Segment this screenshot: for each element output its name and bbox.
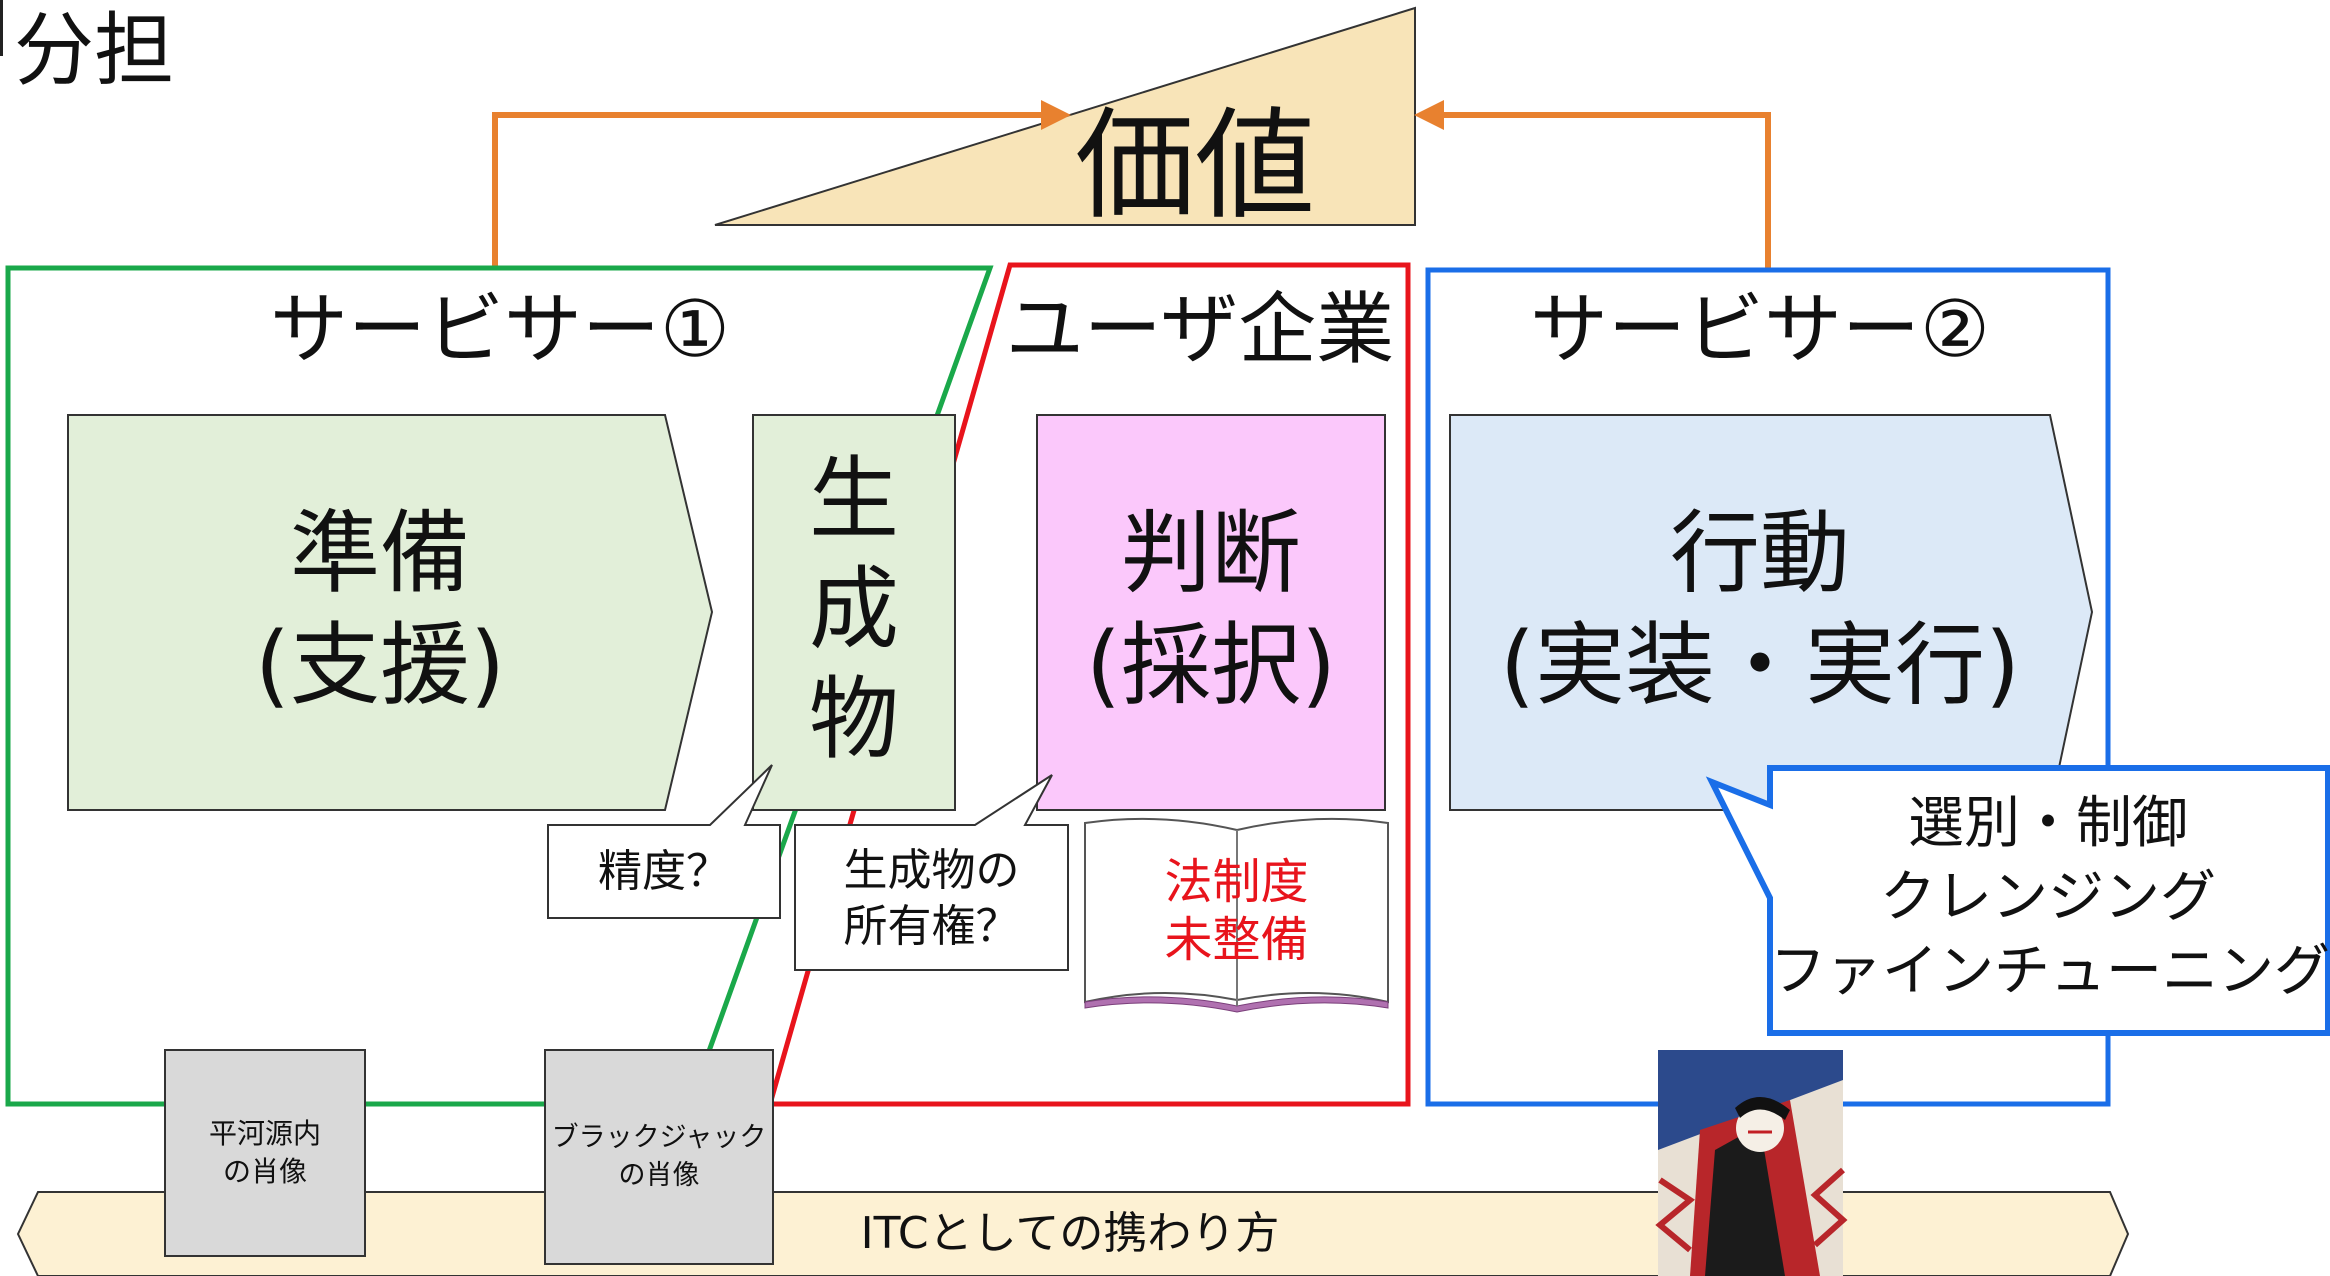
- judge-label: 判断: [1121, 501, 1301, 606]
- hiraga-portrait-caption: 平河源内 の肖像: [165, 1115, 365, 1191]
- judge-box-shape: [1036, 414, 1386, 811]
- accuracy-callout: 精度？: [548, 845, 780, 899]
- action-label: 行動: [1670, 501, 1850, 606]
- value-arrow-left: [492, 100, 1071, 268]
- blackjack-portrait-caption: ブラックジャック の肖像: [545, 1119, 773, 1195]
- action-sublabel: (実装・実行): [1499, 613, 2021, 718]
- law-line-1: 法制度: [1164, 854, 1309, 910]
- page-heading: 分担: [14, 4, 174, 97]
- prepare-sublabel: (支援): [254, 613, 506, 718]
- control-line-1: 選別・制御: [1908, 791, 2188, 856]
- judge-stage: 判断 (採択): [1037, 498, 1385, 722]
- action-stage: 行動 (実装・実行): [1450, 498, 2070, 722]
- control-line-3: ファインチューニング: [1770, 939, 2330, 1004]
- ownership-callout-shape: [794, 774, 1069, 971]
- accuracy-text: 精度？: [598, 846, 730, 897]
- product-char-2: 成: [809, 557, 899, 662]
- value-label: 価値: [1075, 97, 1315, 236]
- blackjack-portrait-frame: [544, 1049, 774, 1265]
- product-box-shape: [752, 414, 956, 811]
- control-callout-shape: [1705, 765, 2330, 1036]
- law-book-icon: [1084, 817, 1389, 1013]
- heading-bar: [0, 0, 3, 56]
- bottom-bar-label: ITCとしての携わり方: [860, 1208, 1280, 1259]
- blackjack-line-2: の肖像: [618, 1160, 700, 1191]
- prepare-arrow-shape: [67, 414, 714, 811]
- hiraga-portrait-frame: [164, 1049, 366, 1257]
- blackjack-line-1: ブラックジャック: [551, 1122, 767, 1153]
- accuracy-callout-shape: [547, 764, 781, 919]
- kabuki-artwork-image: [1655, 1050, 1848, 1276]
- prepare-label: 準備: [290, 501, 470, 606]
- judge-sublabel: (採択): [1085, 613, 1337, 718]
- value-arrow-right: [1414, 100, 1771, 268]
- hiraga-line-2: の肖像: [222, 1155, 307, 1188]
- action-arrow-shape: [1449, 414, 2094, 811]
- servicer2-title: サービサー②: [1530, 285, 1990, 375]
- prepare-stage: 準備 (支援): [80, 498, 680, 722]
- law-callout: 法制度 未整備: [1085, 853, 1388, 969]
- product-char-3: 物: [809, 667, 899, 772]
- user-company-title: ユーザ企業: [1005, 285, 1395, 375]
- control-callout: 選別・制御 クレンジング ファインチューニング: [1770, 787, 2330, 1009]
- ownership-line-1: 生成物の: [843, 845, 1020, 896]
- servicer1-title: サービサー①: [270, 285, 730, 375]
- product-stage: 生 成 物: [753, 445, 955, 775]
- product-char-1: 生: [809, 447, 899, 552]
- ownership-line-2: 所有権？: [843, 901, 1020, 952]
- law-line-2: 未整備: [1164, 912, 1309, 968]
- control-line-2: クレンジング: [1880, 865, 2216, 930]
- ownership-callout: 生成物の 所有権？: [795, 843, 1068, 955]
- hiraga-line-1: 平河源内: [208, 1117, 321, 1150]
